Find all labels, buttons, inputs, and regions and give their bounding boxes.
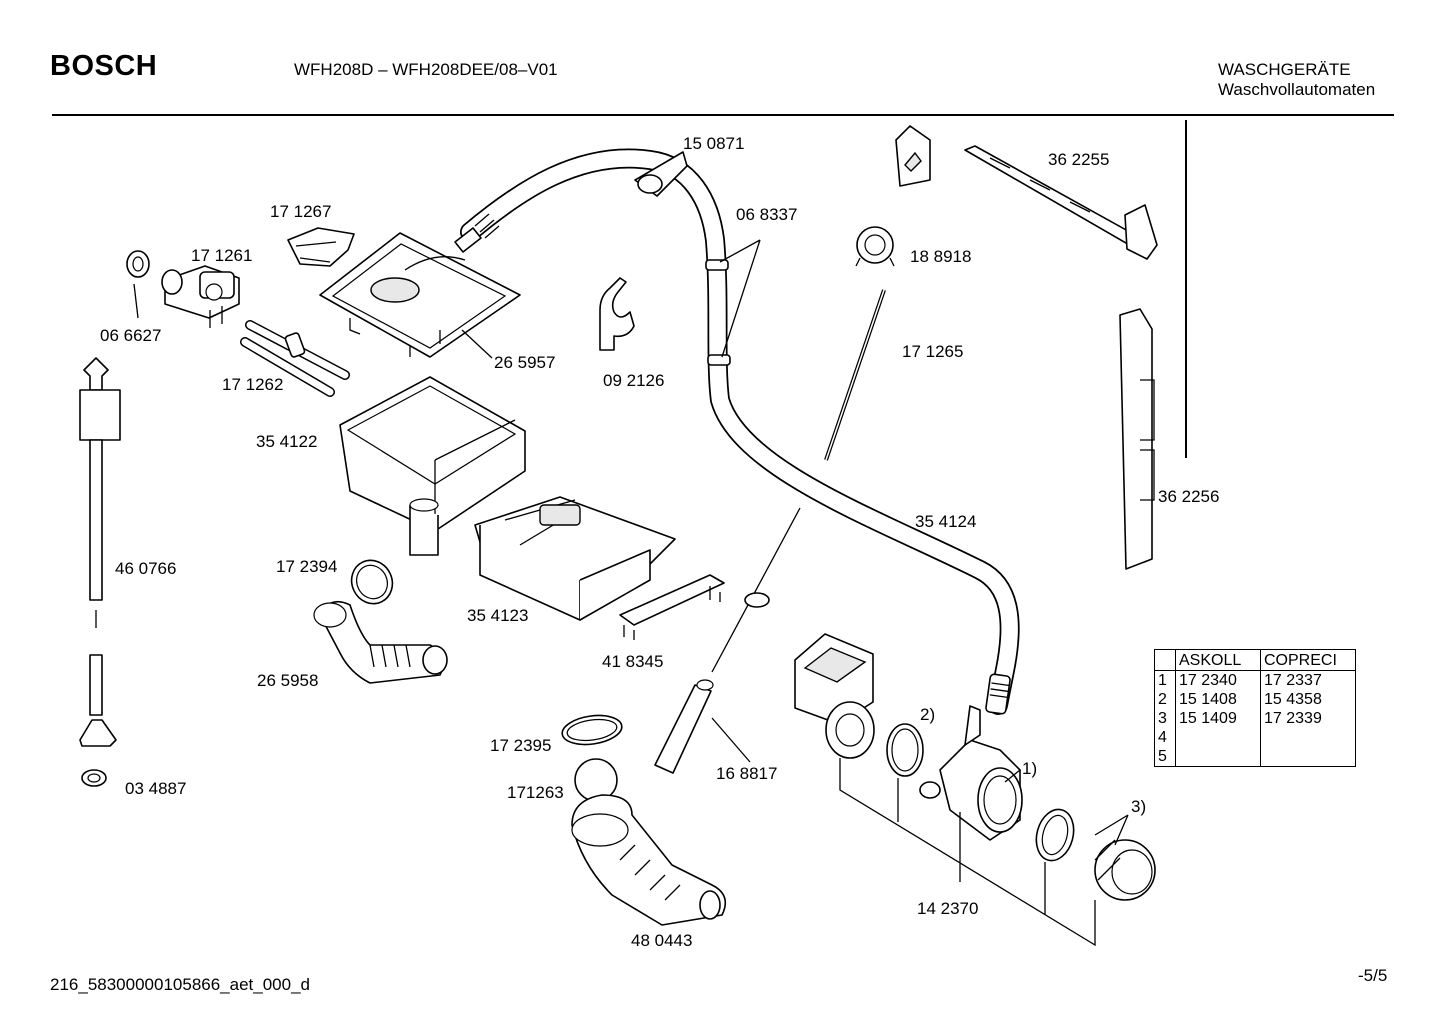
table-row: 5 bbox=[1154, 747, 1356, 767]
page-number: -5/5 bbox=[1358, 966, 1388, 985]
label-034887: 03 4887 bbox=[125, 779, 186, 798]
dispenser-cover-part[interactable] bbox=[319, 232, 521, 358]
hose-clip-part[interactable] bbox=[634, 151, 688, 197]
table-row: 2 15 1408 15 4358 bbox=[1154, 690, 1356, 709]
pump-seal-inner bbox=[891, 728, 919, 772]
seal-ring-inner bbox=[356, 564, 388, 600]
leader-068337 bbox=[719, 239, 761, 358]
label-354123: 35 4123 bbox=[467, 606, 528, 625]
sump-hose-part[interactable] bbox=[571, 794, 727, 926]
pump-housing-part[interactable] bbox=[919, 705, 1023, 841]
label-418345: 41 8345 bbox=[602, 652, 663, 671]
table-header-copreci: COPRECI bbox=[1260, 649, 1356, 671]
dispenser-housing-part[interactable] bbox=[339, 376, 526, 556]
table-cell: 17 2340 bbox=[1175, 670, 1261, 690]
hose-nut-part[interactable] bbox=[81, 769, 107, 787]
label-068337: 06 8337 bbox=[736, 205, 797, 224]
label-142370: 14 2370 bbox=[917, 899, 978, 918]
label-171265: 17 1265 bbox=[902, 342, 963, 361]
table-cell: 1 bbox=[1154, 670, 1176, 690]
label-460766: 46 0766 bbox=[115, 559, 176, 578]
label-150871: 15 0871 bbox=[683, 134, 744, 153]
table-row: 3 15 1409 17 2339 bbox=[1154, 709, 1356, 728]
label-ref1: 1) bbox=[1022, 759, 1037, 778]
label-066627: 06 6627 bbox=[100, 326, 161, 345]
label-362255: 36 2255 bbox=[1048, 150, 1109, 169]
fork-clip-part[interactable] bbox=[599, 277, 635, 351]
inlet-hose-part[interactable] bbox=[79, 357, 121, 747]
bracket-part[interactable] bbox=[287, 227, 355, 267]
pressure-tube-part[interactable] bbox=[711, 507, 801, 673]
label-172395: 17 2395 bbox=[490, 736, 551, 755]
category-subtitle: Waschvollautomaten bbox=[1218, 80, 1376, 99]
table-cell: 15 4358 bbox=[1264, 691, 1322, 708]
seal-ring-part[interactable] bbox=[126, 250, 150, 278]
label-168817: 16 8817 bbox=[716, 764, 777, 783]
table-cell: 3 bbox=[1154, 709, 1176, 728]
label-265958: 26 5958 bbox=[257, 671, 318, 690]
pressure-hose-inner bbox=[825, 289, 885, 461]
top-rail-part[interactable] bbox=[895, 125, 1158, 260]
table-cell: 17 2337 bbox=[1264, 672, 1322, 689]
leader-168817 bbox=[711, 717, 751, 763]
table-cell bbox=[1175, 747, 1261, 767]
leader-ref3 bbox=[1094, 814, 1129, 846]
table-cell: 15 1408 bbox=[1175, 690, 1261, 709]
drain-hose-part[interactable] bbox=[454, 148, 1020, 715]
hose-clamp-part[interactable] bbox=[705, 259, 731, 366]
pump-filter-part[interactable] bbox=[1094, 839, 1156, 901]
label-171262: 17 1262 bbox=[222, 375, 283, 394]
label-092126: 09 2126 bbox=[603, 371, 664, 390]
air-trap-part[interactable] bbox=[654, 679, 714, 774]
table-row: 1 17 2340 17 2337 bbox=[1154, 670, 1356, 690]
table-header-row: ASKOLL COPRECI bbox=[1154, 649, 1356, 671]
pump-variant-table: ASKOLL COPRECI 1 17 2340 17 2337 2 15 14… bbox=[1154, 649, 1356, 767]
table-cell: 17 2339 bbox=[1264, 710, 1322, 727]
brand-logo: BOSCH bbox=[50, 50, 158, 82]
label-ref3: 3) bbox=[1131, 797, 1146, 816]
drain-pump-part[interactable] bbox=[794, 633, 875, 759]
leader-066627 bbox=[133, 283, 139, 319]
seal-ring-inner bbox=[566, 718, 618, 742]
table-cell: 5 bbox=[1154, 747, 1176, 767]
bellows-hose-part[interactable] bbox=[313, 600, 448, 684]
category-title: WASCHGERÄTE bbox=[1218, 60, 1351, 79]
label-ref2: 2) bbox=[920, 705, 935, 724]
filter-seal-inner bbox=[1041, 814, 1069, 856]
table-header-index bbox=[1154, 649, 1176, 671]
label-480443: 48 0443 bbox=[631, 931, 692, 950]
pressure-switch-part[interactable] bbox=[855, 226, 895, 267]
table-header-askoll: ASKOLL bbox=[1175, 649, 1261, 671]
label-171263: 171263 bbox=[507, 783, 564, 802]
table-cell bbox=[1261, 747, 1356, 767]
label-354124: 35 4124 bbox=[915, 512, 976, 531]
label-172394: 17 2394 bbox=[276, 557, 337, 576]
hose-pair-part[interactable] bbox=[240, 320, 350, 397]
table-cell: 4 bbox=[1154, 728, 1176, 747]
assembly-lines bbox=[839, 758, 1096, 947]
label-171261: 17 1261 bbox=[191, 246, 252, 265]
leader-265957 bbox=[461, 329, 493, 359]
label-265957: 26 5957 bbox=[494, 353, 555, 372]
drawer-bar-part[interactable] bbox=[619, 574, 725, 640]
table-cell bbox=[1261, 728, 1356, 747]
leader-ref1 bbox=[1004, 769, 1021, 783]
model-number: WFH208D – WFH208DEE/08–V01 bbox=[294, 60, 558, 79]
document-id: 216_58300000105866_aet_000_d bbox=[50, 975, 310, 994]
inlet-valve-part[interactable] bbox=[161, 265, 240, 328]
table-cell bbox=[1175, 728, 1261, 747]
table-cell: 2 bbox=[1154, 690, 1176, 709]
label-354122: 35 4122 bbox=[256, 432, 317, 451]
table-cell: 15 1409 bbox=[1175, 709, 1261, 728]
header-rule bbox=[52, 114, 1394, 116]
table-row: 4 bbox=[1154, 728, 1356, 747]
side-rail-part[interactable] bbox=[1119, 308, 1155, 570]
label-362256: 36 2256 bbox=[1158, 487, 1219, 506]
detergent-drawer-part[interactable] bbox=[474, 496, 676, 621]
label-171267: 17 1267 bbox=[270, 202, 331, 221]
label-188918: 18 8918 bbox=[910, 247, 971, 266]
